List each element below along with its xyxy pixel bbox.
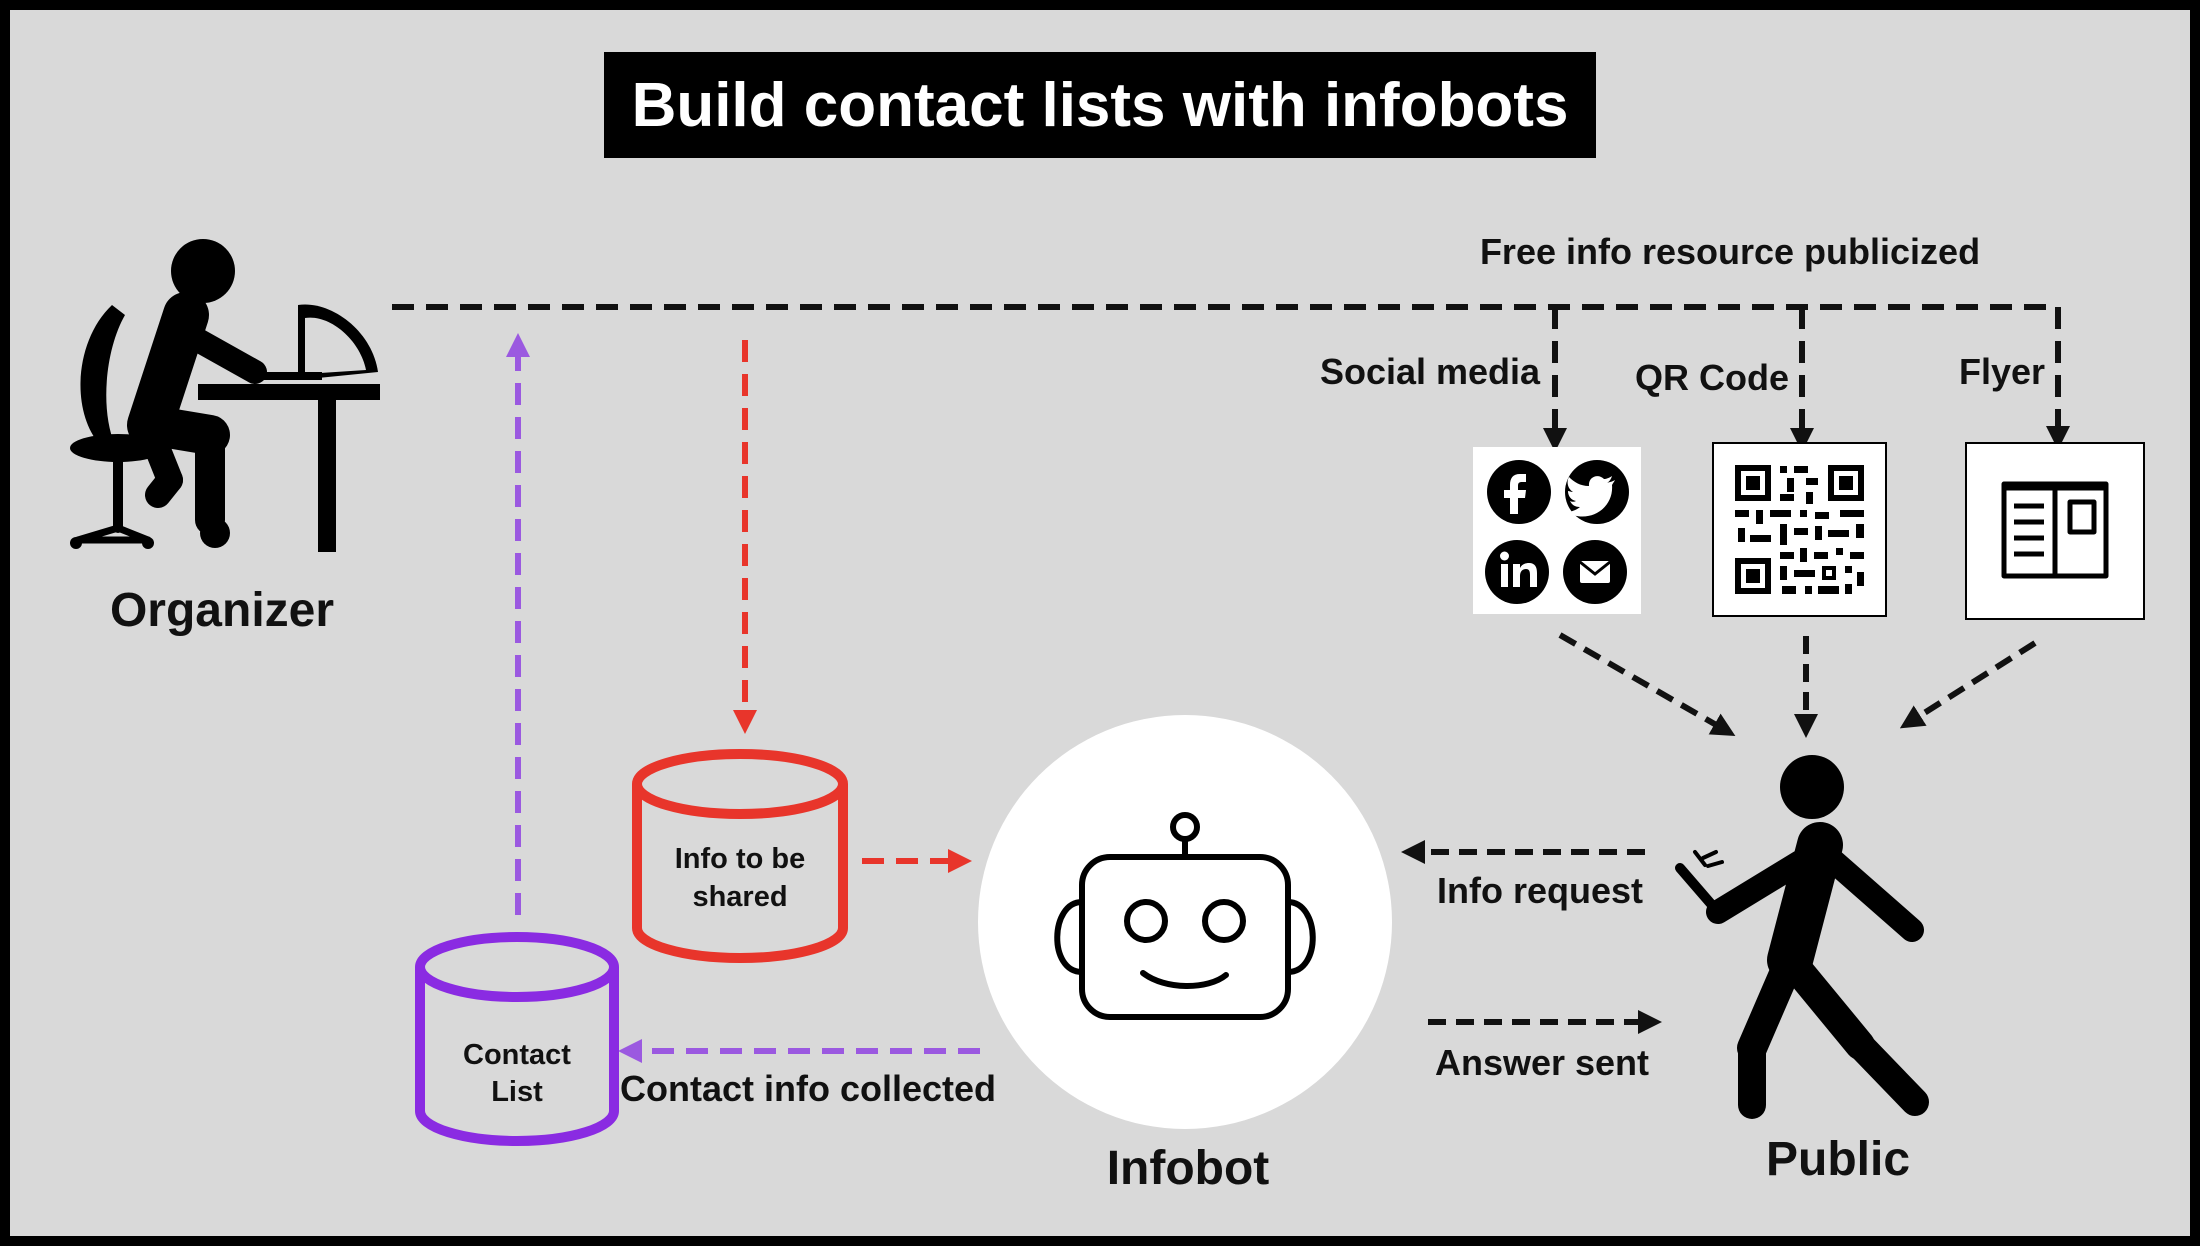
robot-icon bbox=[1054, 812, 1316, 1020]
contact-collected-label: Contact info collected bbox=[620, 1068, 996, 1109]
diagram-title: Build contact lists with infobots bbox=[632, 71, 1569, 140]
social-media-box bbox=[1473, 447, 1641, 614]
publicize-connector bbox=[392, 304, 2070, 452]
contact-db-label-line2: List bbox=[491, 1076, 543, 1108]
contact-flow-arrows bbox=[506, 333, 980, 1063]
flyer-box bbox=[1965, 442, 2145, 620]
social-media-label: Social media bbox=[1320, 351, 1541, 392]
channels-header: Free info resource publicized bbox=[1480, 231, 1980, 272]
facebook-icon bbox=[1487, 460, 1551, 524]
public-label: Public bbox=[1766, 1133, 1910, 1186]
qr-code-icon bbox=[1735, 465, 1864, 594]
contact-database bbox=[415, 932, 619, 1146]
info-request-label: Info request bbox=[1437, 870, 1643, 911]
qr-code-label: QR Code bbox=[1635, 357, 1789, 398]
person-with-phone-icon bbox=[1675, 755, 1929, 1119]
infobot-node bbox=[978, 715, 1392, 1129]
organizer-label: Organizer bbox=[110, 584, 334, 637]
info-db-label-line1: Info to be bbox=[675, 843, 805, 875]
infobot-label: Infobot bbox=[1107, 1142, 1270, 1195]
title-banner: Build contact lists with infobots bbox=[604, 52, 1596, 158]
twitter-icon bbox=[1565, 460, 1629, 524]
flyer-icon bbox=[2001, 481, 2109, 579]
linkedin-icon bbox=[1485, 540, 1549, 604]
flyer-label: Flyer bbox=[1959, 351, 2045, 392]
info-db-label-line2: shared bbox=[692, 881, 787, 913]
answer-sent-label: Answer sent bbox=[1435, 1042, 1649, 1083]
channels-to-public-arrows bbox=[1558, 632, 2037, 738]
email-icon bbox=[1563, 540, 1627, 604]
person-at-computer-icon bbox=[70, 239, 380, 552]
qr-code-box bbox=[1712, 442, 1887, 617]
contact-db-label-line1: Contact bbox=[463, 1039, 571, 1071]
info-database bbox=[632, 749, 848, 963]
info-flow-arrows bbox=[733, 340, 972, 873]
